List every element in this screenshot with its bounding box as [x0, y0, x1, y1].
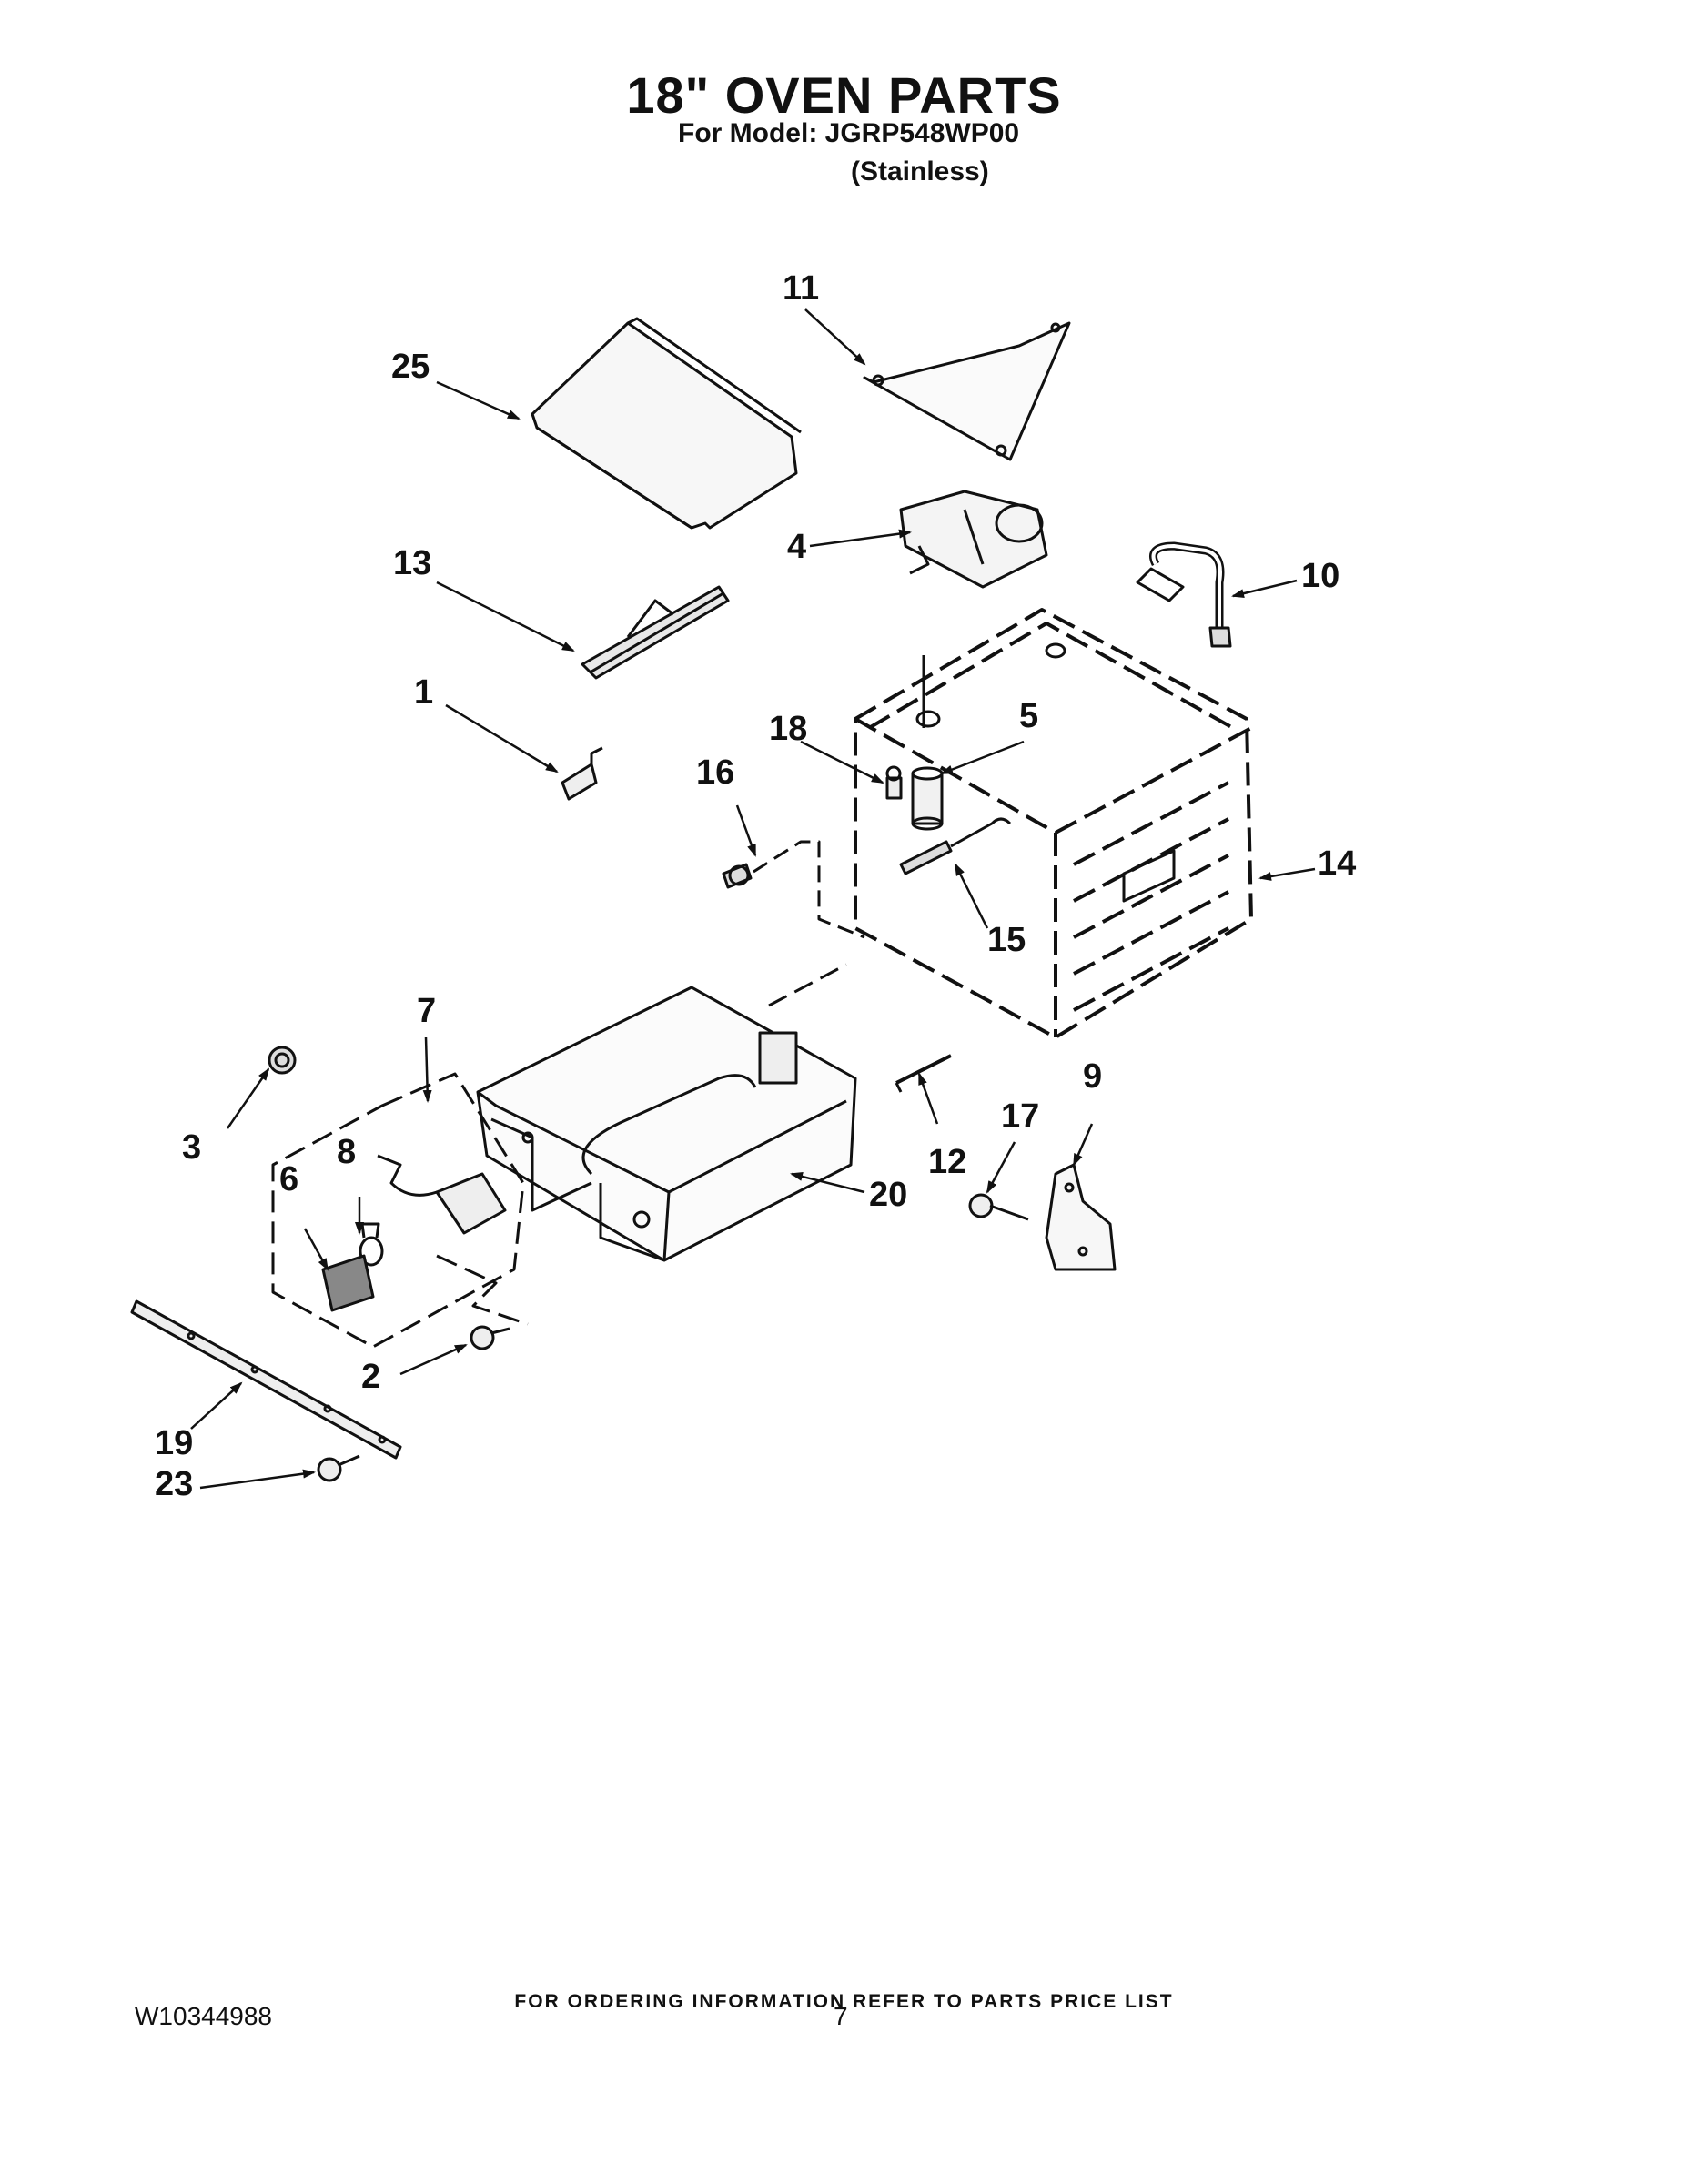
part-16-screw: [722, 863, 753, 889]
page-number: 7: [834, 2002, 848, 2030]
part-13-ignitor: [581, 585, 730, 680]
ordering-info-note: FOR ORDERING INFORMATION REFER TO PARTS …: [514, 1991, 1174, 2012]
page-title: 18" OVEN PARTS: [626, 66, 1062, 124]
part-2-screw: [470, 1325, 510, 1350]
part-14-oven-cavity: [854, 608, 1253, 1039]
part-19-rail-strip: [130, 1299, 402, 1460]
callout-9: 9: [1083, 1057, 1103, 1096]
callout-15: 15: [987, 921, 1026, 959]
callout-11: 11: [783, 269, 820, 308]
part-3-knob: [268, 1046, 297, 1075]
leader-16-dashed: [753, 840, 865, 939]
part-9-bracket: [1045, 1163, 1117, 1271]
callout-12: 12: [928, 1143, 967, 1181]
part-17-screw: [968, 1193, 1029, 1221]
callout-1: 1: [414, 673, 434, 712]
callout-18: 18: [769, 710, 808, 748]
callout-13: 13: [393, 544, 432, 582]
model-line: For Model: JGRP548WP00: [678, 118, 1020, 148]
callout-14: 14: [1318, 844, 1357, 883]
callout-10: 10: [1301, 557, 1340, 595]
callout-5: 5: [1019, 697, 1039, 735]
callout-25: 25: [391, 348, 430, 386]
part-1-clip: [561, 746, 603, 801]
callout-16: 16: [696, 753, 735, 792]
cavity-details: [915, 642, 1176, 903]
part-11-heat-shield: [863, 321, 1071, 461]
part-5-burner: [911, 766, 944, 831]
callout-4: 4: [787, 528, 807, 566]
callout-8: 8: [337, 1133, 357, 1171]
finish-label: (Stainless): [851, 157, 989, 187]
callout-6: 6: [279, 1160, 299, 1198]
callout-19: 19: [155, 1424, 194, 1462]
callout-3: 3: [182, 1128, 202, 1167]
part-20-drawer-pan: [476, 986, 857, 1262]
part-10-gas-tube: [1136, 541, 1232, 648]
part-12-pin: [895, 1054, 952, 1093]
part-18-orifice: [885, 765, 903, 800]
document-number: W10344988: [135, 2002, 273, 2030]
part-25-oven-bottom-panel: [531, 317, 802, 530]
part-6-lens: [321, 1254, 375, 1312]
part-7-lamp-assembly: [271, 1072, 529, 1349]
callout-20: 20: [869, 1176, 908, 1214]
callout-2: 2: [361, 1358, 381, 1396]
part-23-screw: [317, 1454, 360, 1482]
part-4-bracket-assembly: [899, 490, 1048, 589]
callout-7: 7: [417, 992, 437, 1030]
leader-arrows: [190, 308, 1316, 1490]
part-15-ignitor: [899, 817, 1012, 875]
leader-20-dashed: [768, 963, 847, 1007]
callout-17: 17: [1001, 1097, 1040, 1136]
callout-23: 23: [155, 1465, 194, 1503]
